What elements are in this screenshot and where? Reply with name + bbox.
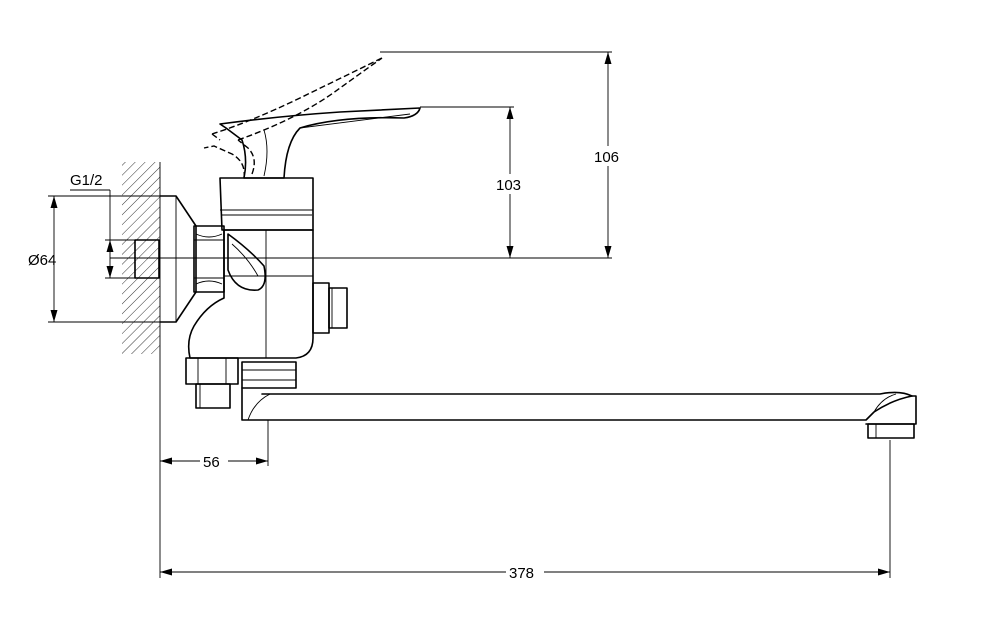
dimension-diameter — [50, 196, 58, 322]
wall-section — [122, 162, 161, 578]
reach-378-label: 378 — [509, 565, 534, 582]
offset-56-label: 56 — [203, 454, 220, 471]
thread-label: G1/2 — [70, 172, 103, 189]
height-106-label: 106 — [594, 149, 619, 166]
diverter-boss — [312, 282, 348, 334]
spout-collar — [241, 361, 297, 389]
reference-lines — [48, 51, 891, 578]
wall-flange — [159, 195, 197, 323]
spout — [241, 387, 917, 439]
lever-handle-raised-ghost — [203, 57, 383, 179]
bottom-nut — [185, 357, 239, 409]
height-103-label: 103 — [496, 177, 521, 194]
dimension-thread — [70, 189, 114, 278]
wall-pipe — [134, 239, 160, 279]
lever-handle — [219, 107, 421, 179]
hex-nut — [193, 225, 225, 293]
mixer-body — [187, 177, 314, 359]
diameter-label: Ø64 — [28, 252, 56, 269]
